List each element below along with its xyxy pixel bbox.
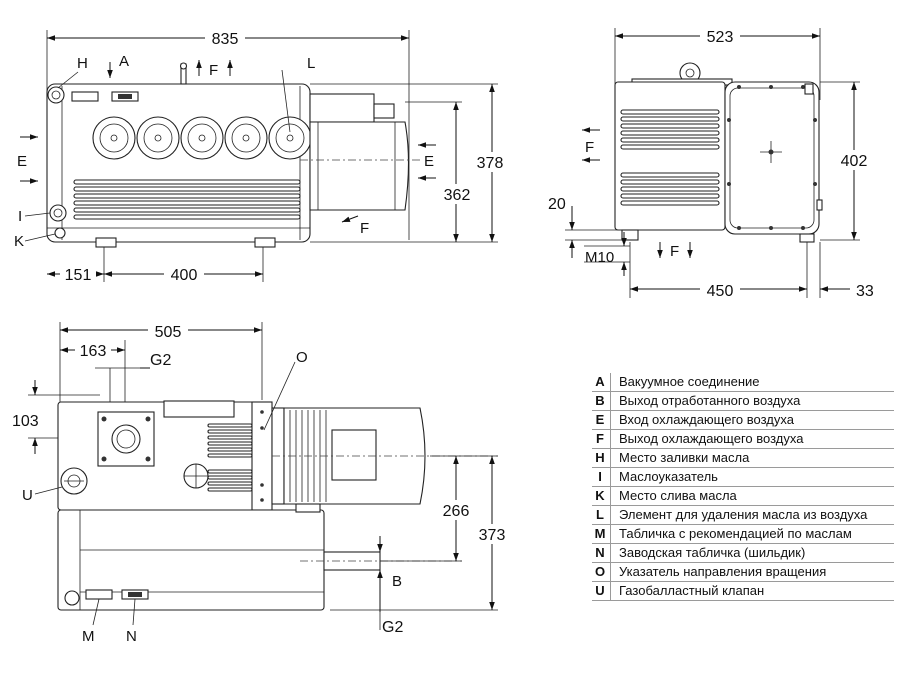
dim-foot-overhang: 33 bbox=[856, 283, 874, 300]
dim-top-length: 505 bbox=[155, 324, 182, 341]
legend-text: Место заливки масла bbox=[610, 448, 894, 468]
dim-top-height: 373 bbox=[479, 527, 506, 544]
legend-text: Заводская табличка (шильдик) bbox=[610, 543, 894, 563]
dim-side-height: 402 bbox=[841, 153, 868, 170]
legend-key: O bbox=[592, 562, 611, 582]
label-inlet-thread: G2 bbox=[150, 352, 171, 369]
marker-U: U bbox=[22, 487, 33, 504]
legend-text: Газобалластный клапан bbox=[610, 581, 894, 601]
marker-M: M bbox=[82, 628, 95, 645]
dim-foot-width: 450 bbox=[707, 283, 734, 300]
dim-foot-height: 20 bbox=[548, 196, 566, 213]
legend-text: Место слива масла bbox=[610, 486, 894, 506]
marker-F-side-left: F bbox=[585, 139, 594, 156]
side-view: 523 bbox=[548, 26, 874, 300]
legend-key: I bbox=[592, 467, 611, 487]
legend-text: Элемент для удаления масла из воздуха bbox=[610, 505, 894, 525]
marker-N: N bbox=[126, 628, 137, 645]
marker-E-right: E bbox=[424, 153, 434, 170]
dim-height-378: 378 bbox=[477, 155, 504, 172]
dim-inlet-depth: 103 bbox=[12, 413, 39, 430]
marker-O: O bbox=[296, 349, 308, 366]
dim-side-width: 523 bbox=[707, 29, 734, 46]
legend-key: H bbox=[592, 448, 611, 468]
dim-inlet-offset: 163 bbox=[80, 343, 107, 360]
marker-F-side-bottom: F bbox=[670, 243, 679, 260]
legend-text: Вакуумное соединение bbox=[610, 373, 894, 392]
marker-F-bottom: F bbox=[360, 220, 369, 237]
dim-overall-length: 835 bbox=[212, 31, 239, 48]
legend-key: A bbox=[592, 373, 611, 392]
oil-separator-elements bbox=[92, 116, 312, 160]
legend-key: B bbox=[592, 391, 611, 411]
label-outlet-thread: G2 bbox=[382, 619, 403, 636]
marker-A: A bbox=[119, 53, 129, 70]
legend-key: E bbox=[592, 410, 611, 430]
legend-text: Табличка с рекомендацией по маслам bbox=[610, 524, 894, 544]
marker-F-top: F bbox=[209, 62, 218, 79]
legend-text: Выход охлаждающего воздуха bbox=[610, 429, 894, 449]
dim-outlet-height: 266 bbox=[443, 503, 470, 520]
front-view: 835 bbox=[14, 28, 510, 284]
dim-height-362: 362 bbox=[444, 187, 471, 204]
side-vents bbox=[620, 109, 720, 206]
marker-I: I bbox=[18, 208, 22, 225]
legend-key: N bbox=[592, 543, 611, 563]
legend-key: U bbox=[592, 581, 611, 601]
marker-K: K bbox=[14, 233, 24, 250]
legend-text: Выход отработанного воздуха bbox=[610, 391, 894, 411]
legend-key: K bbox=[592, 486, 611, 506]
legend-text: Маслоуказатель bbox=[610, 467, 894, 487]
dim-bolt: M10 bbox=[585, 249, 614, 266]
legend-text: Вход охлаждающего воздуха bbox=[610, 410, 894, 430]
marker-L: L bbox=[307, 55, 315, 72]
legend-key: M bbox=[592, 524, 611, 544]
dim-foot-offset: 151 bbox=[65, 267, 92, 284]
marker-H: H bbox=[77, 55, 88, 72]
vent-slots bbox=[73, 179, 301, 220]
legend-text: Указатель направления вращения bbox=[610, 562, 894, 582]
marker-B: B bbox=[392, 573, 402, 590]
top-view: 505 163 G2 103 bbox=[12, 320, 512, 645]
legend-key: L bbox=[592, 505, 611, 525]
dim-foot-spacing: 400 bbox=[171, 267, 198, 284]
legend-key: F bbox=[592, 429, 611, 449]
marker-E-left: E bbox=[17, 153, 27, 170]
